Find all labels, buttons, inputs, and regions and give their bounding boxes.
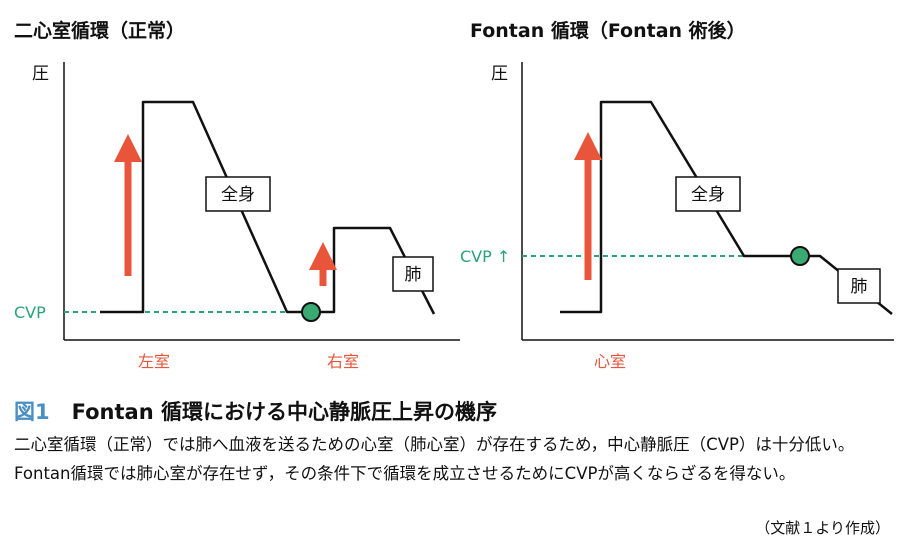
left-y-axis-label: 圧 xyxy=(32,64,49,84)
left-cvp-label: CVP xyxy=(14,303,46,322)
right-panel: 圧 CVP ↑ 全身 肺 心室 xyxy=(460,62,894,371)
right-pressure-curve xyxy=(560,100,893,315)
pressure-diagram: 圧 CVP 全身 肺 左室 右室 圧 CVP ↑ 全身 肺 心室 xyxy=(14,62,894,371)
left-ventricle-label: 左室 xyxy=(138,352,170,371)
right-pulmonary-label: 肺 xyxy=(851,277,868,297)
figure-title-row: 図1 Fontan 循環における中心静脈圧上昇の機序 xyxy=(14,396,497,426)
figure-source: （文献１より作成） xyxy=(755,519,890,537)
left-pulmonary-box xyxy=(392,256,434,292)
figure-caption: 二心室循環（正常）では肺へ血液を送るための心室（肺心室）が存在するため，中心静脈… xyxy=(14,435,855,483)
right-panel-title: Fontan 循環（Fontan 術後） xyxy=(470,20,746,42)
right-ventricle-label: 右室 xyxy=(327,352,359,371)
left-pulmonary-label: 肺 xyxy=(405,265,422,285)
left-pressure-curve xyxy=(100,100,436,315)
left-cvp-dot xyxy=(301,302,321,322)
ventricle-label: 心室 xyxy=(594,352,626,371)
left-systemic-box xyxy=(205,176,271,212)
right-y-axis-label: 圧 xyxy=(491,64,508,84)
right-pulmonary-box xyxy=(837,268,881,304)
right-systemic-box xyxy=(675,176,741,212)
left-systemic-label: 全身 xyxy=(221,185,255,205)
left-panel: 圧 CVP 全身 肺 左室 右室 xyxy=(14,62,460,371)
figure-title: Fontan 循環における中心静脈圧上昇の機序 xyxy=(71,400,497,424)
left-panel-title: 二心室循環（正常） xyxy=(14,20,186,42)
right-cvp-dot xyxy=(790,246,810,266)
figure-number: 図1 xyxy=(14,400,50,424)
right-systemic-label: 全身 xyxy=(691,185,725,205)
right-cvp-label: CVP ↑ xyxy=(460,247,510,266)
